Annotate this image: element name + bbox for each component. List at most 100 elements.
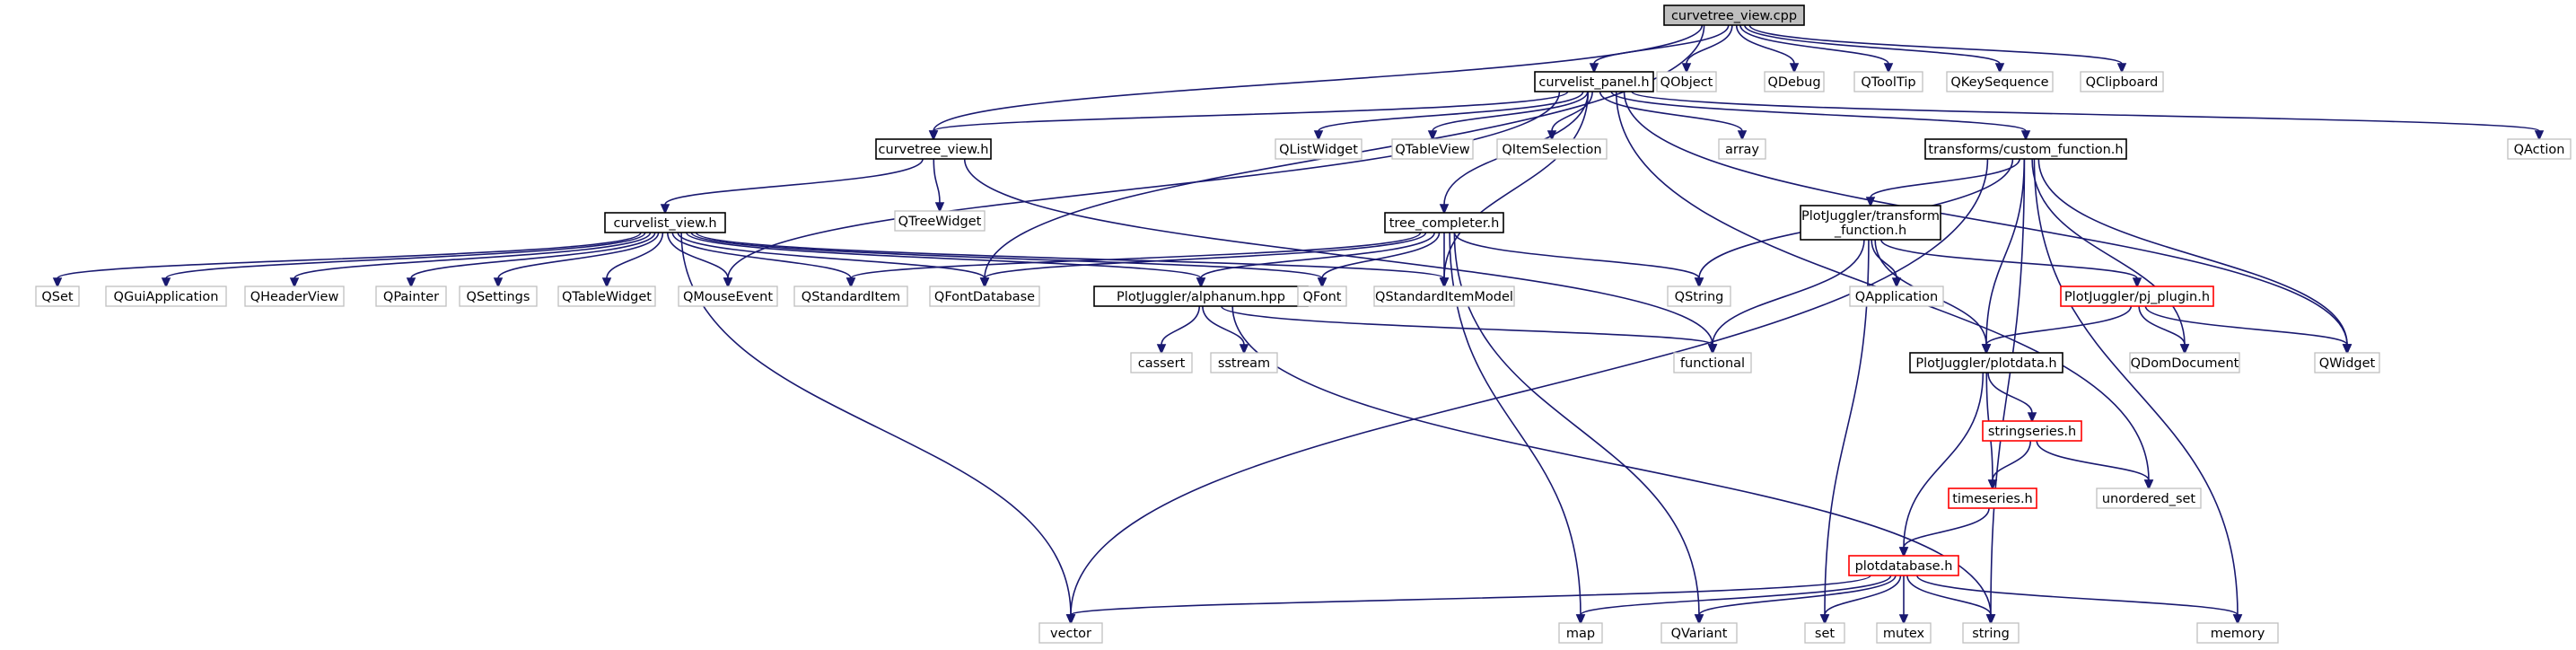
qtablew-node: QTableWidget xyxy=(557,285,656,307)
node-label: unordered_set xyxy=(2102,492,2196,506)
arrowhead-cpanel-to-qtablev xyxy=(1427,130,1438,141)
node-label: set xyxy=(1815,627,1835,641)
qtreew-node: QTreeWidget xyxy=(894,210,986,232)
edge-tcustom-to-memory xyxy=(2033,158,2239,616)
arrowhead-cpanel-to-array xyxy=(1737,130,1748,141)
node-label: QObject xyxy=(1660,75,1713,90)
edge-root-to-cpanel xyxy=(1593,24,1730,65)
node-box xyxy=(678,285,778,307)
qclip-node: QClipboard xyxy=(2080,71,2164,92)
palpha-node[interactable]: PlotJuggler/alphanum.hpp xyxy=(1093,285,1309,307)
qmouse-node: QMouseEvent xyxy=(678,285,778,307)
node-box xyxy=(105,285,227,307)
clview-node[interactable]: curvelist_view.h xyxy=(604,212,726,233)
edge-strseries-to-unordset xyxy=(2036,440,2150,481)
qdomdoc-node: QDomDocument xyxy=(2129,352,2240,373)
node-label: QKeySequence xyxy=(1950,75,2048,90)
set-node: set xyxy=(1804,622,1845,644)
string-node: string xyxy=(1962,622,2020,644)
arrowhead-pplotdata-to-strseries xyxy=(2027,412,2037,423)
node-box xyxy=(929,285,1040,307)
plotdb-node[interactable]: plotdatabase.h xyxy=(1848,555,1959,576)
node-label: mutex xyxy=(1883,627,1925,641)
timeseries-node[interactable]: timeseries.h xyxy=(1948,488,2037,509)
node-label: QPainter xyxy=(383,290,439,304)
arrowhead-cpanel-to-tcustom xyxy=(2020,130,2031,141)
node-label: QSettings xyxy=(467,290,530,304)
arrowhead-strseries-to-timeseries xyxy=(1987,479,1998,490)
arrowhead-clview-to-qtablew xyxy=(601,277,612,288)
node-box xyxy=(2096,488,2202,509)
node-box xyxy=(1848,555,1959,576)
node-label: curvelist_view.h xyxy=(613,216,716,231)
node-box xyxy=(875,138,992,160)
node-box xyxy=(1962,622,2020,644)
node-label: timeseries.h xyxy=(1952,492,2033,506)
node-label: transforms/custom_function.h xyxy=(1928,143,2123,157)
edge-clview-to-qtablew xyxy=(606,232,664,279)
ptrans-node[interactable]: PlotJuggler/transform_function.h xyxy=(1800,205,1941,241)
node-label: QAction xyxy=(2514,143,2565,157)
edge-cpanel-to-ctview xyxy=(933,91,1569,132)
strseries-node[interactable]: stringseries.h xyxy=(1982,420,2082,442)
node-box xyxy=(894,210,986,232)
edge-cpanel-to-qaction xyxy=(1631,91,2540,132)
arrowhead-tcompl-to-qfont xyxy=(1317,277,1327,288)
node-box xyxy=(1924,138,2127,160)
node-label: QDomDocument xyxy=(2131,356,2239,371)
edge-tcustom-to-ptrans xyxy=(1870,158,2020,198)
node-label: QListWidget xyxy=(1279,143,1358,157)
node-box xyxy=(1496,138,1608,160)
qstdmodel-node: QStandardItemModel xyxy=(1373,285,1515,307)
edge-cpanel-to-qmouse xyxy=(727,91,1561,279)
arrowhead-cpanel-to-qlistw xyxy=(1313,130,1324,141)
node-label: QToolTip xyxy=(1861,75,1915,90)
node-label: QDebug xyxy=(1767,75,1820,90)
pplotdata-node[interactable]: PlotJuggler/plotdata.h xyxy=(1909,352,2063,373)
array-node: array xyxy=(1718,138,1766,160)
edge-ctview-to-qtreew xyxy=(933,158,941,204)
edge-clview-to-qfont xyxy=(690,232,1323,279)
edge-clview-to-qsettings xyxy=(497,232,660,279)
tcompl-node[interactable]: tree_completer.h xyxy=(1384,212,1504,233)
tcustom-node[interactable]: transforms/custom_function.h xyxy=(1924,138,2127,160)
node-label: PlotJuggler/transform_function.h xyxy=(1801,209,1940,238)
node-box xyxy=(459,285,538,307)
arrowhead-plotdb-to-mutex xyxy=(1898,614,1909,625)
edge-ptrans-to-ppjplugin xyxy=(1880,239,2138,279)
node-box xyxy=(1038,622,1103,644)
edge-palpha-to-cassert xyxy=(1161,305,1201,346)
ctview-node[interactable]: curvetree_view.h xyxy=(875,138,992,160)
node-label: tree_completer.h xyxy=(1389,216,1500,231)
node-label: memory xyxy=(2211,627,2265,641)
edge-clview-to-qheader xyxy=(294,232,652,279)
arrowhead-tcompl-to-palpha xyxy=(1196,277,1206,288)
edge-pplotdata-to-plotdb xyxy=(1903,372,1985,549)
ppjplugin-node[interactable]: PlotJuggler/pj_plugin.h xyxy=(2060,285,2214,307)
edge-pplotdata-to-strseries xyxy=(1987,372,2033,414)
edge-ptrans-to-set xyxy=(1824,239,1870,616)
node-box xyxy=(1660,622,1738,644)
qaction-node: QAction xyxy=(2507,138,2572,160)
arrowhead-tcompl-to-qstdmodel xyxy=(1439,277,1450,288)
edge-tcustom-to-string xyxy=(1990,158,2026,616)
node-label: curvetree_view.cpp xyxy=(1671,9,1797,23)
root-node[interactable]: curvetree_view.cpp xyxy=(1663,4,1805,26)
arrowhead-root-to-qobject xyxy=(1681,63,1692,74)
node-box xyxy=(604,212,726,233)
edge-clview-to-qpainter xyxy=(410,232,656,279)
node-box xyxy=(557,285,656,307)
node-label: QVariant xyxy=(1671,627,1728,641)
arrowhead-ctview-to-qtreew xyxy=(934,202,945,213)
qtablev-node: QTableView xyxy=(1391,138,1474,160)
edge-plotdb-to-map xyxy=(1580,575,1892,616)
edge-ptrans-to-functional xyxy=(1712,239,1865,346)
edge-tcustom-to-vector xyxy=(1070,158,1989,616)
node-box xyxy=(1130,352,1193,373)
arrowhead-tcustom-to-qstring xyxy=(1694,277,1704,288)
arrowhead-root-to-qtooltip xyxy=(1883,63,1894,74)
node-label: QApplication xyxy=(1855,290,1938,304)
cpanel-node[interactable]: curvelist_panel.h xyxy=(1534,71,1654,92)
qitemsel-node: QItemSelection xyxy=(1496,138,1608,160)
